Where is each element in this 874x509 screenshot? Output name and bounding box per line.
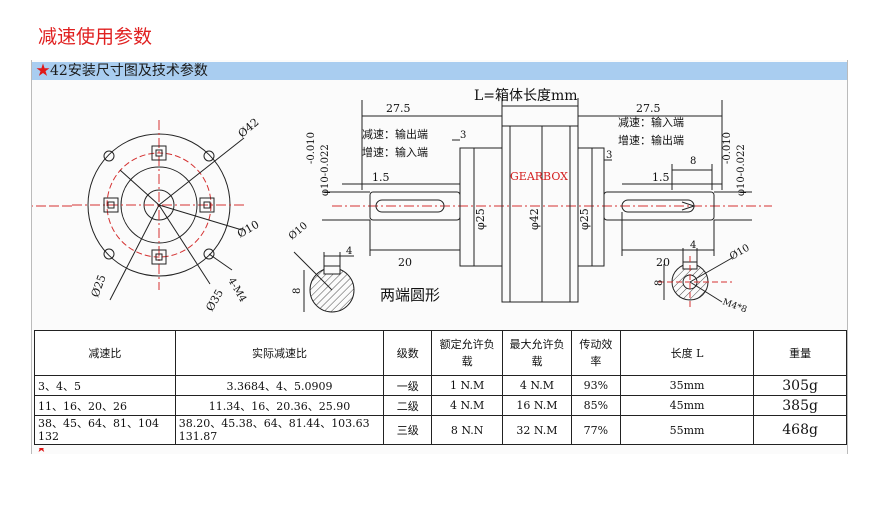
dim-phi42: φ42 [528, 208, 541, 230]
header-cell: 级数 [383, 330, 433, 376]
tol-lower-left: φ10-0.022 [320, 144, 331, 196]
table-cell: 35mm [619, 375, 755, 396]
table-cell: 3、4、5 [34, 375, 176, 396]
spec-table: 减速比 实际减速比 级数 额定允许负载 最大允许负载 传动效率 长度 L 重量 … [34, 330, 847, 445]
header-cell: 最大允许负载 [502, 330, 572, 376]
dim-3-right: 3 [606, 150, 612, 161]
dim-dia42: Ø42 [236, 116, 262, 141]
table-cell: 305g [753, 375, 847, 396]
tol-upper-right: -0.010 [722, 132, 733, 164]
dim-27-5-right: 27.5 [636, 102, 661, 115]
table-cell: 4 N.M [431, 395, 504, 416]
label-left-increase: 增速：输入端 [362, 145, 428, 159]
table-cell: 38、45、64、81、104 132 [34, 415, 176, 445]
right-key-section [658, 248, 733, 308]
dim-4-m4: 4-M4 [225, 276, 248, 304]
table-cell: 11.34、16、20.36、25.90 [174, 395, 385, 416]
table-cell: 77% [570, 415, 621, 445]
spec-sheet: ★42安装尺寸图及技术参数 [31, 60, 848, 454]
table-row: 38、45、64、81、104 132 38.20、45.38、64、81.44… [34, 415, 847, 445]
table-cell: 45mm [619, 395, 755, 416]
left-key-height: 8 [292, 288, 303, 294]
right-key-m4: M4*8 [721, 297, 748, 315]
table-cell: 1 N.M [431, 375, 504, 396]
cropped-next-section: ★ [36, 448, 256, 454]
dim-length-l: L=箱体长度mm [474, 88, 578, 104]
tol-lower-right: φ10-0.022 [736, 144, 747, 196]
header-cell: 减速比 [34, 330, 176, 376]
table-cell: 二级 [383, 395, 433, 416]
table-cell: 16 N.M [502, 395, 572, 416]
left-key-width: 4 [346, 246, 352, 257]
dim-dia35: Ø35 [203, 287, 226, 313]
dim-20-left: 20 [398, 256, 412, 269]
table-cell: 三级 [383, 415, 433, 445]
right-key-width: 4 [690, 240, 696, 251]
dim-8-keyway: 8 [690, 156, 696, 167]
dim-phi25-left: φ25 [474, 208, 487, 230]
dim-1-5-right: 1.5 [652, 171, 670, 184]
dim-3-left: 3 [460, 130, 466, 141]
right-key-height: 8 [654, 280, 665, 286]
dim-phi25-right: φ25 [578, 208, 591, 230]
header-cell: 重量 [753, 330, 847, 376]
table-header-row: 减速比 实际减速比 级数 额定允许负载 最大允许负载 传动效率 长度 L 重量 [34, 330, 847, 376]
table-cell: 8 N.N [431, 415, 504, 445]
left-key-section [293, 251, 355, 313]
table-cell: 32 N.M [502, 415, 572, 445]
label-right-reduce: 减速：输入端 [618, 115, 684, 129]
header-cell: 长度 L [619, 330, 755, 376]
table-cell: 4 N.M [502, 375, 572, 396]
label-right-increase: 增速：输出端 [618, 133, 684, 147]
banner-title: 42安装尺寸图及技术参数 [50, 63, 208, 79]
header-cell: 额定允许负载 [431, 330, 504, 376]
dim-dia10: Ø10 [235, 218, 261, 241]
flange-front-view [32, 120, 246, 301]
star-icon: ★ [36, 63, 50, 79]
right-key-dia: Ø10 [728, 243, 752, 263]
header-cell: 传动效率 [570, 330, 621, 376]
left-key-dia: Ø10 [287, 220, 310, 242]
gearbox-side-view [322, 98, 772, 303]
table-cell: 93% [570, 375, 621, 396]
table-cell: 385g [753, 395, 847, 416]
tol-upper-left: -0.010 [306, 132, 317, 164]
table-cell: 11、16、20、26 [34, 395, 176, 416]
gearbox-label: GEARBOX [510, 170, 568, 183]
dim-27-5-left: 27.5 [386, 102, 411, 115]
table-row: 11、16、20、26 11.34、16、20.36、25.90 二级 4 N.… [34, 395, 847, 416]
table-cell: 85% [570, 395, 621, 416]
table-cell: 38.20、45.38、64、81.44、103.63 131.87 [174, 415, 385, 445]
table-cell: 468g [753, 415, 847, 445]
label-left-reduce: 减速：输出端 [362, 127, 428, 141]
table-cell: 一级 [383, 375, 433, 396]
dimension-drawing: Ø42 Ø10 Ø25 Ø35 4-M4 [32, 88, 772, 316]
round-ends-label: 两端圆形 [380, 286, 440, 304]
page-title: 减速使用参数 [38, 26, 153, 48]
dim-1-5-left: 1.5 [372, 171, 390, 184]
table-cell: 55mm [619, 415, 755, 445]
dim-dia25: Ø25 [89, 273, 109, 299]
header-cell: 实际减速比 [174, 330, 385, 376]
table-cell: 3.3684、4、5.0909 [174, 375, 385, 396]
section-banner: ★42安装尺寸图及技术参数 [32, 62, 847, 80]
table-row: 3、4、5 3.3684、4、5.0909 一级 1 N.M 4 N.M 93%… [34, 375, 847, 396]
dim-20-right: 20 [656, 256, 670, 269]
